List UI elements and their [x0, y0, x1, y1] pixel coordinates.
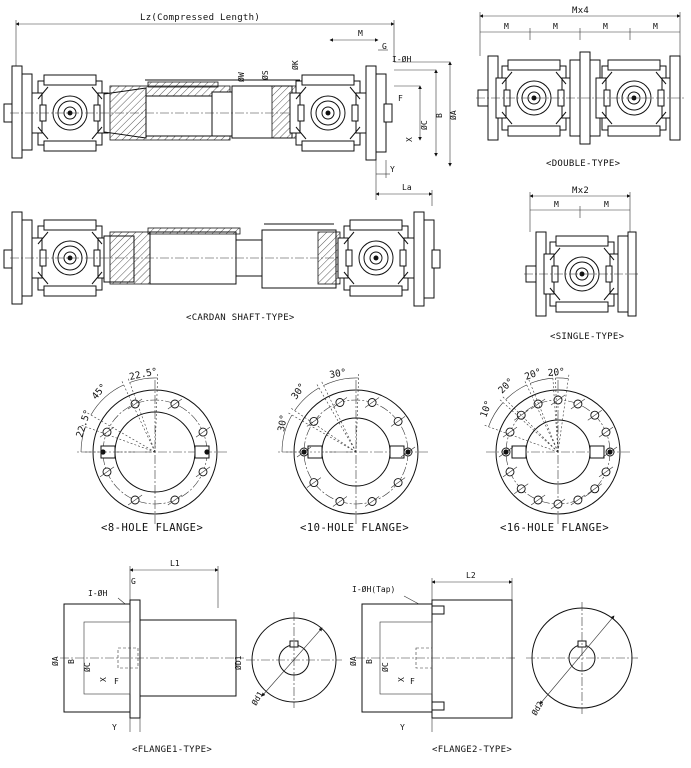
flange2-type-view: L2 I-ØH(Tap) ØA B ØC X F Y Ød2 <FLANGE2-… [348, 571, 638, 755]
flange-angle-label: 22.5° [74, 408, 93, 439]
flange2-c-label: ØC [380, 662, 390, 672]
flange2-b-label: B [365, 659, 374, 664]
flange1-caption: <FLANGE1-TYPE> [132, 745, 212, 755]
flange1-hole-label: I-ØH [88, 588, 107, 598]
flange-plate-3: 10°20°20°20° [478, 367, 630, 524]
flange2-a-label: ØA [348, 656, 358, 666]
flange1-b-label: B [67, 659, 76, 664]
single-total-label: Mx2 [572, 186, 589, 196]
flange-angle-label: 30° [289, 381, 308, 401]
flange1-d-label: ØD1 [233, 655, 243, 670]
flange1-f-label: F [114, 677, 119, 686]
flange1-g-label: G [131, 577, 136, 586]
b-dimension-label: B [435, 113, 444, 118]
double-type-caption: <DOUBLE-TYPE> [546, 159, 621, 169]
w-dia-label: ØW [236, 72, 246, 82]
flange-angle-label: 30° [276, 414, 290, 433]
hole-spec-label: I-ØH [392, 54, 411, 64]
cardan-shaft-bottom-view: <CARDAN SHAFT-TYPE> [3, 211, 441, 323]
flange1-d1-label: Ød1 [249, 689, 265, 707]
c-dia-label: ØC [419, 120, 429, 130]
m-dimension-label: M [358, 29, 363, 38]
flange2-length-label: L2 [466, 571, 476, 580]
flange-10-caption: <10-HOLE FLANGE> [300, 522, 409, 534]
single-m1-label: M [554, 200, 559, 209]
flange-plate-2: 30° 30° 30° [276, 367, 428, 524]
flange2-caption: <FLANGE2-TYPE> [432, 745, 512, 755]
x-dimension-label: X [405, 137, 414, 142]
flange1-y-label: Y [112, 723, 117, 732]
flange-plate-1: 22.5° 45° 22.5° [74, 366, 227, 524]
double-type-view: Mx4 M M M M <DOUBLE-TYPE> [476, 6, 684, 169]
double-m1-label: M [504, 22, 509, 31]
compressed-length-label: Lz(Compressed Length) [140, 13, 260, 23]
flange1-c-label: ØC [82, 662, 92, 672]
double-total-label: Mx4 [572, 6, 589, 16]
flange-angle-label: 30° [329, 367, 348, 381]
flange-16-caption: <16-HOLE FLANGE> [500, 522, 609, 534]
double-m3-label: M [603, 22, 608, 31]
flange2-f-label: F [410, 677, 415, 686]
g-dimension-label: G [382, 42, 387, 51]
flange1-x-label: X [99, 677, 108, 682]
a-dia-label: ØA [448, 110, 458, 120]
flange-angle-label: 10° [478, 399, 494, 419]
cardan-shaft-caption: <CARDAN SHAFT-TYPE> [186, 313, 295, 323]
y-dimension-label: Y [390, 165, 395, 174]
flange1-a-label: ØA [50, 656, 60, 666]
flange2-x-label: X [397, 677, 406, 682]
double-m2-label: M [553, 22, 558, 31]
single-m2-label: M [604, 200, 609, 209]
la-dimension-label: La [402, 183, 412, 192]
flange2-y-label: Y [400, 723, 405, 732]
flange2-d2-label: Ød2 [529, 699, 545, 717]
single-type-view: Mx2 M M <SINGLE-TYPE> [524, 186, 640, 342]
flange-angle-label: 22.5° [128, 366, 158, 383]
flange-angle-label: 45° [90, 382, 109, 402]
s-dia-label: ØS [260, 70, 270, 80]
flange1-length-label: L1 [170, 559, 180, 568]
flange-circles: 22.5°45°22.5°30°30°30°10°20°20°20° [74, 366, 630, 524]
f-dimension-label: F [398, 94, 403, 103]
flange2-hole-label: I-ØH(Tap) [352, 584, 395, 594]
k-dia-label: ØK [290, 60, 300, 70]
single-type-caption: <SINGLE-TYPE> [550, 332, 625, 342]
cardan-shaft-top-view: Lz(Compressed Length) M G I-ØH ØW ØS ØK [3, 13, 458, 206]
double-m4-label: M [653, 22, 658, 31]
flange1-type-view: L1 G I-ØH ØA B ØC X F ØD1 Y Ød1 <FLANGE1… [50, 559, 342, 755]
flange-8-caption: <8-HOLE FLANGE> [101, 522, 203, 534]
flange-angle-label: 20° [547, 367, 565, 379]
